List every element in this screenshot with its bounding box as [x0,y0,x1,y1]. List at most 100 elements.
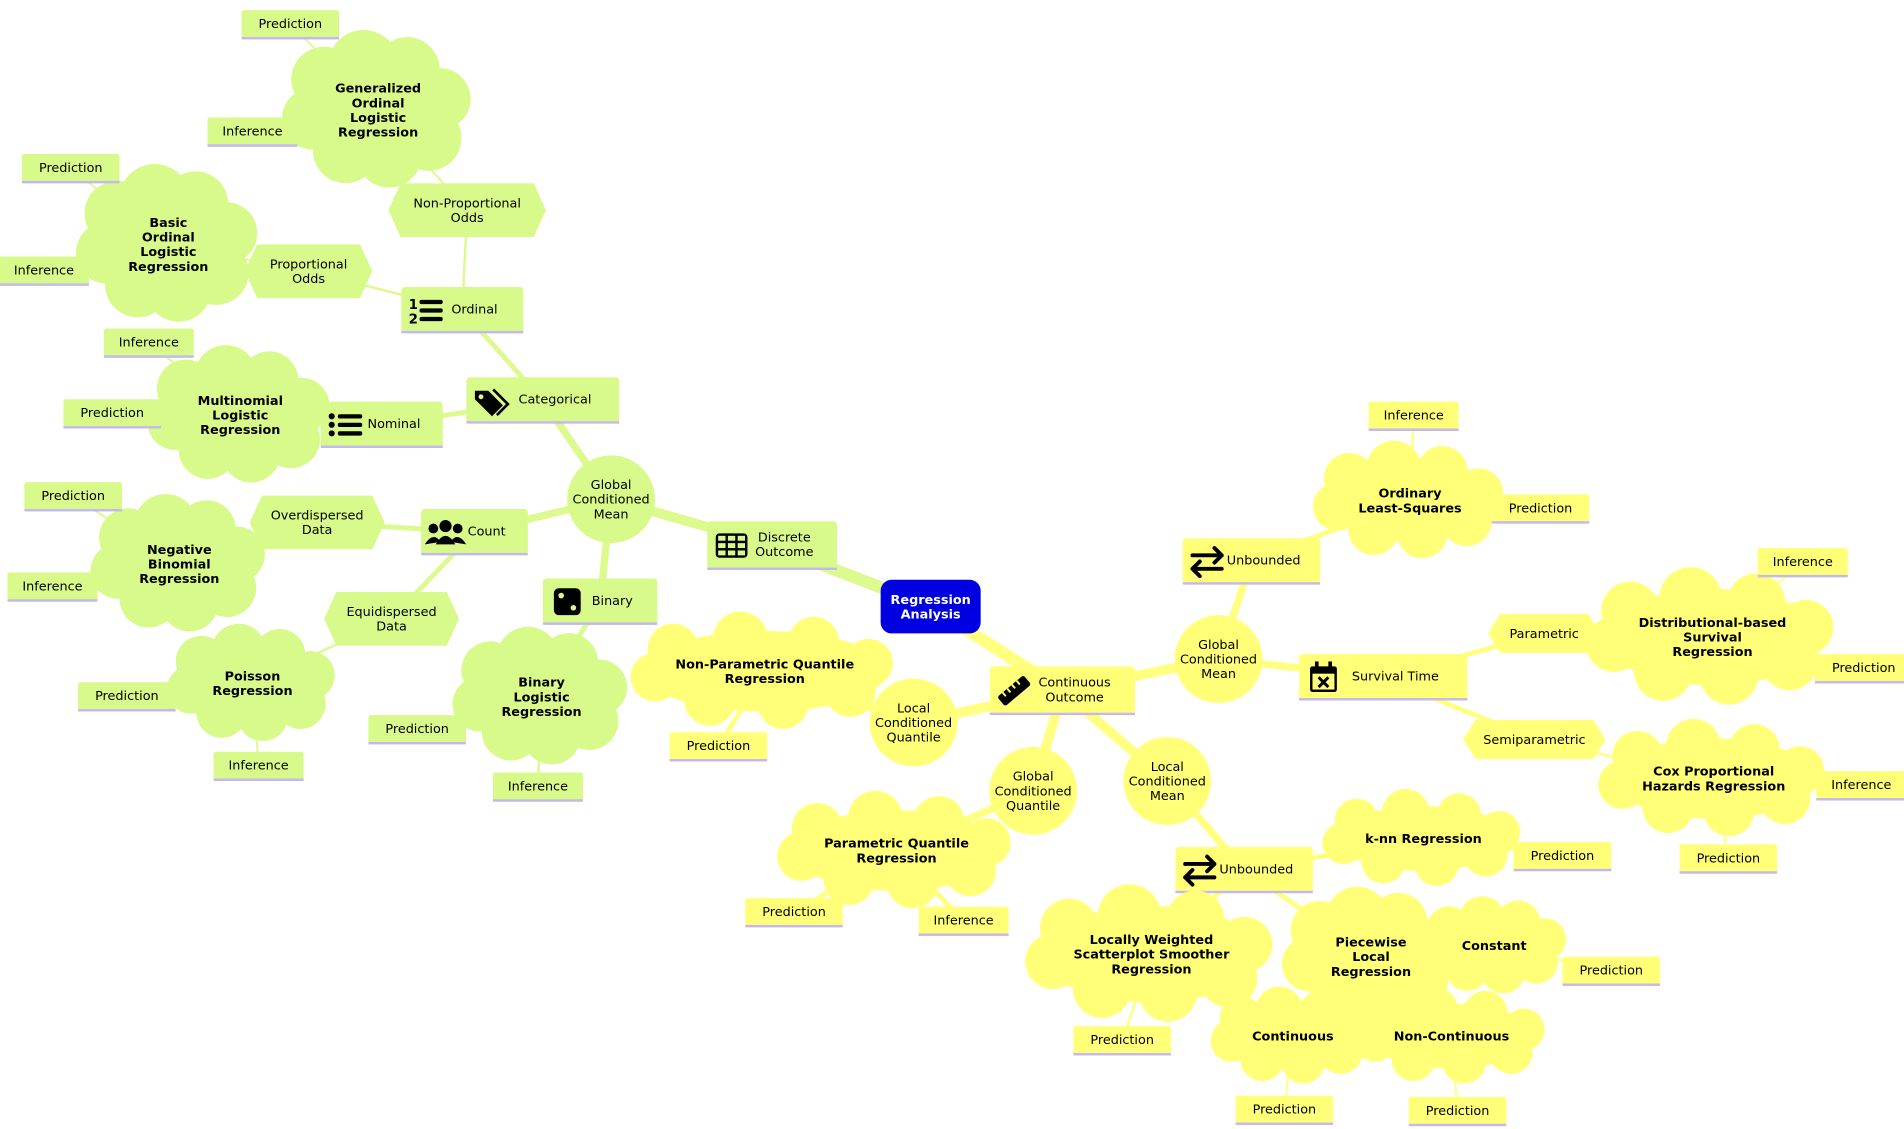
node-golr_i[interactable]: Inference [207,117,298,147]
node-underline [368,741,466,745]
node-blr_p[interactable]: Prediction [368,715,466,745]
node-noncont[interactable]: Non-Continuous [1354,986,1545,1084]
node-bolr_p[interactable]: Prediction [21,154,120,184]
node-label: Inference [1773,555,1833,570]
node-lowess_p[interactable]: Prediction [1073,1026,1171,1056]
node-underline [989,712,1135,716]
node-contc[interactable]: Continuous [1210,986,1372,1084]
node-pqr_i[interactable]: Inference [918,906,1009,936]
node-npqr_p[interactable]: Prediction [669,732,768,762]
cloud-shape [75,164,258,322]
node-mlr_p[interactable]: Prediction [63,399,162,429]
node-cox_p[interactable]: Prediction [1679,844,1778,874]
node-nbr_i[interactable]: Inference [7,572,98,602]
node-label: Prediction [1426,1104,1490,1119]
node-knn[interactable]: k-nn Regression [1322,788,1521,887]
node-underline [1757,574,1848,578]
node-bolr_i[interactable]: Inference [0,256,89,286]
node-label: Prediction [80,406,144,421]
node-noncont_p[interactable]: Prediction [1408,1096,1507,1127]
node-semi[interactable]: Semiparametric [1463,720,1606,760]
node-label: Inference [1831,778,1891,793]
node-dsr_i[interactable]: Inference [1757,548,1848,578]
node-surv[interactable]: Survival Time [1299,654,1468,701]
node-underline [320,445,443,449]
cloud-shape [452,626,628,765]
node-ols_p[interactable]: Prediction [1491,494,1590,524]
node-ols_i[interactable]: Inference [1368,401,1459,431]
node-contc_p[interactable]: Prediction [1235,1095,1334,1125]
node-knn_p[interactable]: Prediction [1513,841,1612,872]
node-pr_i[interactable]: Inference [213,751,304,782]
node-underline [401,330,524,334]
node-underline [103,355,194,358]
node-const[interactable]: Constant [1419,896,1567,994]
node-underline [63,426,162,429]
node-underline [707,567,837,570]
node-const_p[interactable]: Prediction [1562,956,1661,986]
node-blr_i[interactable]: Inference [492,772,583,802]
node-unb2[interactable]: Unbounded [1175,846,1313,894]
node-label: Prediction [1832,661,1896,676]
node-cat[interactable]: Categorical [466,377,620,424]
node-mlr_i[interactable]: Inference [103,328,194,358]
node-par[interactable]: Parametric [1488,613,1601,653]
node-label: Prediction [259,17,323,32]
node-pqr_p[interactable]: Prediction [745,898,843,928]
node-unb1[interactable]: Unbounded [1182,538,1321,585]
node-label: Inference [508,779,568,794]
node-underline [1816,798,1904,801]
node-label: k-nn Regression [1365,832,1482,847]
node-bin[interactable]: Binary [542,578,658,625]
node-golr_p[interactable]: Prediction [241,10,340,40]
node-label: Inference [14,263,74,278]
node-dsr_p[interactable]: Prediction [1814,654,1904,684]
node-pr_p[interactable]: Prediction [78,682,176,712]
node-nbr_p[interactable]: Prediction [24,482,122,512]
node-cox_i[interactable]: Inference [1816,771,1904,801]
node-underline [1235,1122,1334,1125]
node-nom[interactable]: Nominal [320,401,443,449]
node-underline [1814,680,1904,684]
node-cnt[interactable]: Count [421,509,528,556]
cloud-shape [777,790,1011,909]
calendar-x-icon [1310,661,1337,692]
